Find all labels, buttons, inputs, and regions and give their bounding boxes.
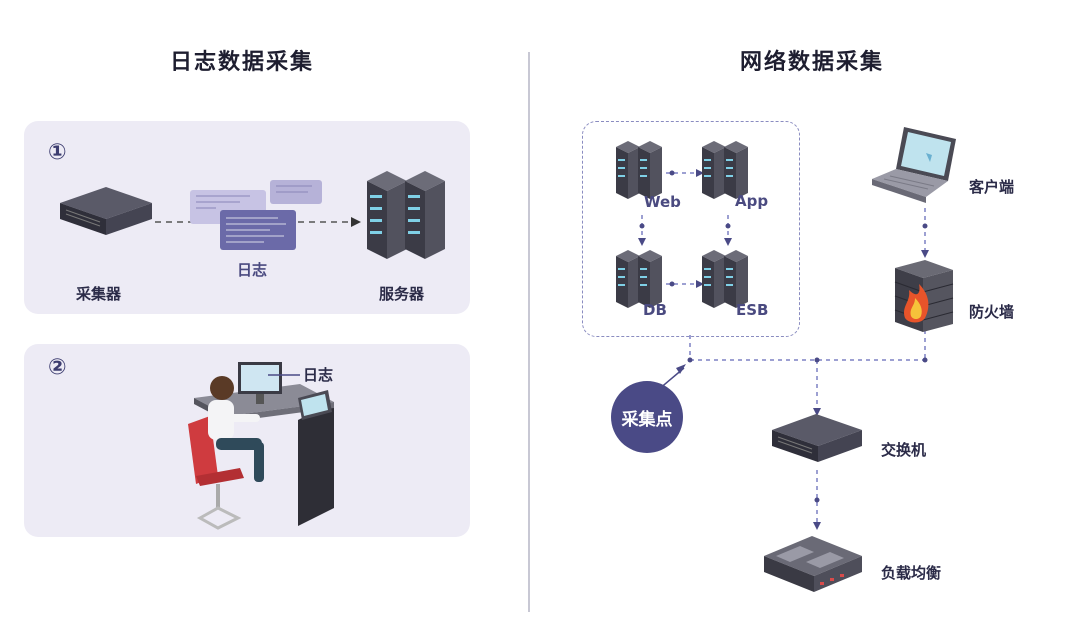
- web-server-icon: [616, 141, 662, 199]
- esb-server-icon: [702, 250, 748, 308]
- client-laptop-icon: [872, 127, 956, 203]
- server-rack-icon: [367, 171, 445, 259]
- server-label: 服务器: [379, 285, 425, 303]
- log-collection-title: 日志数据采集: [170, 50, 315, 75]
- panel-1-number: ①: [48, 140, 67, 165]
- log-label-panel2: 日志: [303, 366, 334, 384]
- client-label: 客户端: [969, 178, 1015, 196]
- firewall-label: 防火墙: [969, 303, 1015, 321]
- load-balancer-icon: [764, 536, 862, 592]
- collection-point-bubble: 采集点: [611, 381, 683, 453]
- db-server-icon: [616, 250, 662, 308]
- log-label-panel1: 日志: [237, 261, 268, 279]
- collector-to-server-arrow: [155, 217, 361, 227]
- db-label: DB: [643, 301, 667, 319]
- app-label: App: [735, 192, 769, 210]
- app-server-icon: [702, 141, 748, 199]
- collector-device-icon: [60, 187, 152, 235]
- person-at-desk-icon: [188, 362, 334, 530]
- section-divider: [528, 52, 530, 612]
- esb-label: ESB: [736, 301, 769, 319]
- load-balancer-label: 负载均衡: [881, 564, 942, 582]
- switch-label: 交换机: [881, 441, 927, 459]
- network-connections: [638, 169, 929, 530]
- panel-2-number: ②: [48, 355, 67, 380]
- collector-label: 采集器: [76, 285, 122, 303]
- log-documents-icon: [190, 180, 322, 250]
- switch-device-icon: [772, 414, 862, 462]
- firewall-icon: [894, 260, 954, 332]
- monitor-to-log-line: [268, 374, 300, 376]
- network-collection-title: 网络数据采集: [740, 50, 885, 75]
- server-group-box: [582, 121, 800, 337]
- web-label: Web: [644, 193, 681, 211]
